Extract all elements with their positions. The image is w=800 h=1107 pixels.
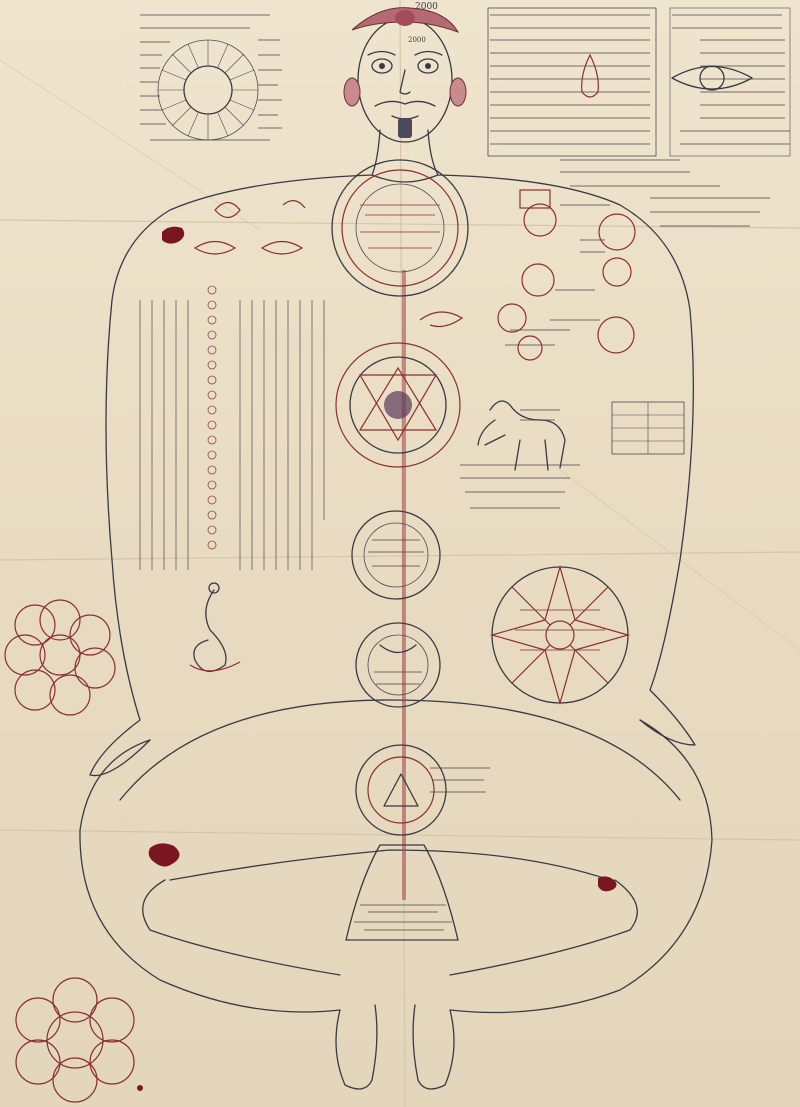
crescent-glyph xyxy=(419,311,464,328)
eye-symbol-icon xyxy=(671,65,753,91)
script-columns-left xyxy=(139,300,325,570)
chakra-root xyxy=(355,744,490,836)
torso-motifs xyxy=(193,200,306,255)
chakra-navel xyxy=(351,510,441,600)
sun-disc-icon xyxy=(157,39,259,141)
base-fan xyxy=(345,844,459,941)
script-block-top-right xyxy=(490,14,790,227)
head xyxy=(343,7,467,143)
body-outline xyxy=(79,129,713,1090)
beads-column xyxy=(207,285,217,550)
stains xyxy=(137,226,617,1091)
head-number-small: 2000 xyxy=(408,36,426,44)
head-number: 2000 xyxy=(415,2,438,12)
lotus-flower-icon xyxy=(4,599,116,716)
script-block-top-left xyxy=(140,14,282,141)
horse-icon xyxy=(477,400,566,471)
chakra-throat xyxy=(331,159,469,297)
dial-diagrams xyxy=(497,189,636,361)
drop-symbol xyxy=(581,53,599,98)
chakra-sacral xyxy=(355,622,441,708)
wheel-diagram xyxy=(489,564,631,706)
grid-table xyxy=(611,401,685,455)
lotus-flower-bottom-icon xyxy=(15,977,135,1103)
script-right-notes xyxy=(460,204,610,509)
chakra-heart xyxy=(335,342,461,468)
serpent-icon xyxy=(189,582,241,672)
